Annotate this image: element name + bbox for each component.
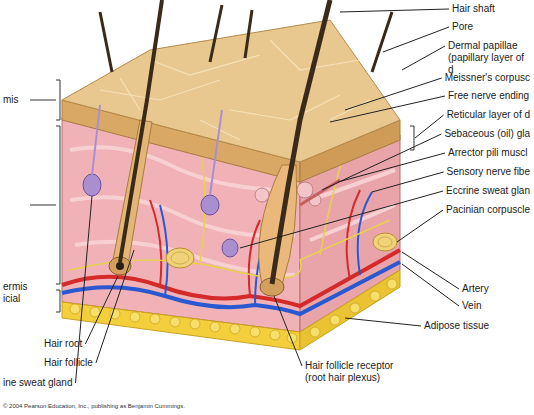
leader-line xyxy=(330,96,445,122)
leader-line xyxy=(402,46,445,70)
part-label: Adipose tissue xyxy=(424,320,489,332)
layer-label: icial xyxy=(3,293,20,305)
part-label: Free nerve ending xyxy=(448,90,529,102)
layer-label: mis xyxy=(3,94,19,106)
part-label: Hair follicle receptor (root hair plexus… xyxy=(305,360,415,384)
part-label: Hair follicle xyxy=(44,357,93,369)
part-label: ine sweat gland xyxy=(3,377,73,389)
leader-line xyxy=(345,318,421,326)
part-label: Pacinian corpuscle xyxy=(446,204,530,216)
part-label: Reticular layer of d xyxy=(447,109,530,121)
leader-line xyxy=(402,264,459,306)
part-label: Pore xyxy=(452,21,473,33)
leader-line xyxy=(240,191,443,248)
leader-line xyxy=(397,210,443,242)
layer-label: ermis xyxy=(3,281,27,293)
leader-line xyxy=(383,27,449,52)
part-label: Sebaceous (oil) gla xyxy=(444,128,530,140)
part-label: Vein xyxy=(462,300,481,312)
part-label: Eccrine sweat glan xyxy=(446,185,530,197)
part-label: Meissner's corpusc xyxy=(445,72,530,84)
leader-line xyxy=(340,9,449,12)
leader-line xyxy=(372,172,444,192)
leader-line xyxy=(96,250,134,363)
copyright-note: © 2004 Pearson Education, Inc., publishi… xyxy=(3,403,185,410)
part-label: Hair shaft xyxy=(452,3,495,15)
part-label: Arrector pili muscl xyxy=(448,147,527,159)
part-label: Sensory nerve fibe xyxy=(447,166,530,178)
leader-line xyxy=(85,276,118,344)
leader-line xyxy=(274,296,302,366)
part-label: Dermal papillae (papillary layer of d xyxy=(448,40,532,76)
part-label: Hair root xyxy=(44,338,82,350)
leader-line xyxy=(76,196,93,383)
leader-line xyxy=(338,153,445,182)
part-label: Artery xyxy=(462,283,489,295)
leader-line xyxy=(345,78,442,110)
